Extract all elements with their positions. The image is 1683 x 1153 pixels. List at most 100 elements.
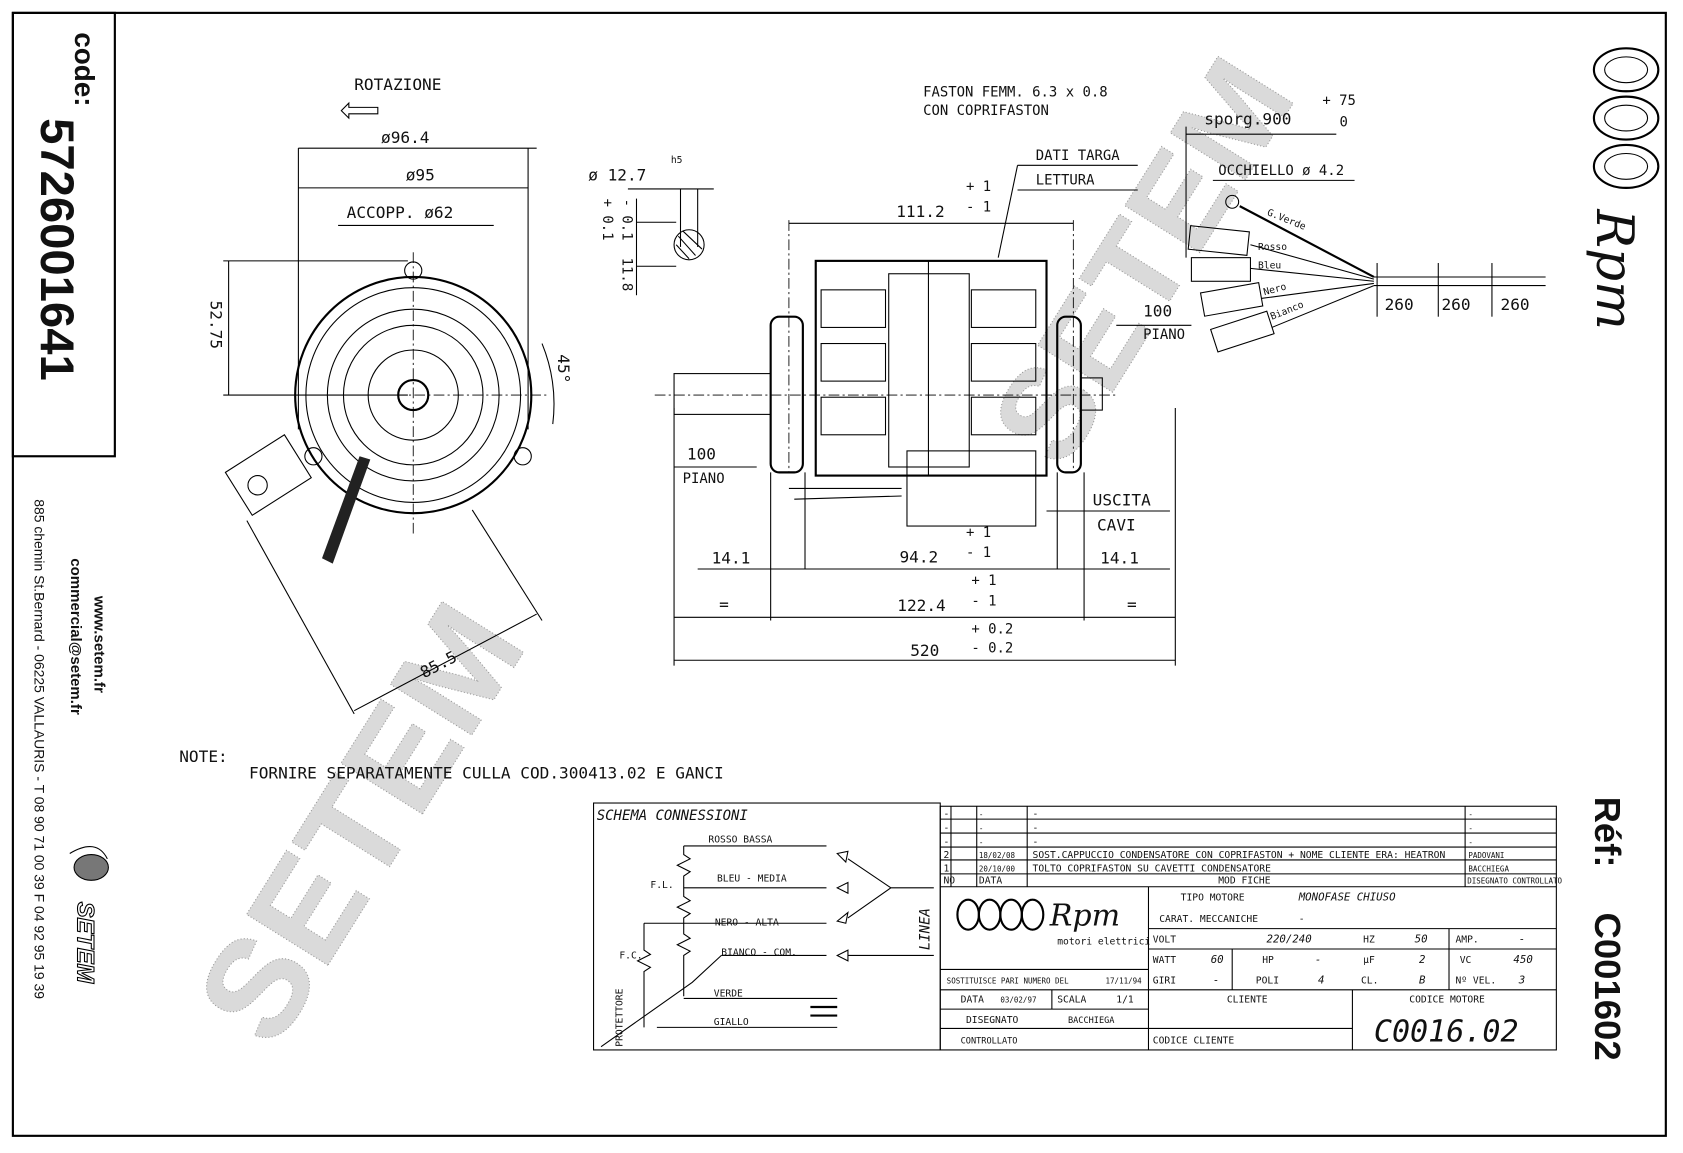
date-value: 03/02/97 <box>1000 996 1036 1005</box>
schema-wire-blue: BLEU - MEDIA <box>717 873 787 884</box>
date-label: DATA <box>961 995 984 1006</box>
dim-right-14: 14.1 <box>1100 549 1139 568</box>
schema-protector: PROTETTORE <box>615 988 626 1046</box>
revision-no: 2 <box>943 850 949 861</box>
spec-table: Rpm motori elettrici TIPO MOTORE MONOFAS… <box>940 886 1557 1050</box>
revision-header: NO DATA MOD FICHE DISEGNATO CONTROLLATO <box>943 876 1562 887</box>
revision-desc: SOST.CAPPUCCIO CONDENSATORE CON COPRIFAS… <box>1033 850 1446 861</box>
faston-line-2: CON COPRIFASTON <box>923 103 1049 119</box>
rev-header-by: DISEGNATO CONTROLLATO <box>1467 877 1562 886</box>
mech-value: - <box>1299 914 1305 925</box>
sporg-tol-plus: + 75 <box>1322 93 1356 109</box>
wire-blue: Bleu <box>1258 260 1281 271</box>
drawn-label: DISEGNATO <box>966 1015 1019 1026</box>
exit-line-2: CAVI <box>1097 515 1136 534</box>
sporg-tol-minus: 0 <box>1340 115 1348 131</box>
shaft-tol-minus: - 0.1 <box>619 199 635 241</box>
checked-label: CONTROLLATO <box>961 1036 1018 1046</box>
revision-desc: TOLTO COPRIFASTON SU CAVETTI CONDENSATOR… <box>1033 864 1272 875</box>
revision-no: - <box>943 837 949 848</box>
exit-line-1: USCITA <box>1093 491 1151 510</box>
cl-label: CL. <box>1361 975 1378 986</box>
revision-date: - <box>979 838 984 847</box>
shaft-tolerance: h5 <box>671 155 683 166</box>
schema-fc: F.C. <box>619 951 642 962</box>
revision-by: - <box>1468 838 1473 847</box>
revision-desc: - <box>1033 837 1039 848</box>
reading-label: LETTURA <box>1036 173 1095 189</box>
plane-right-label: PIANO <box>1143 327 1185 343</box>
scale-label: SCALA <box>1057 995 1086 1006</box>
rev-header-no: NO <box>943 876 955 887</box>
rpm-logo-icon <box>1592 47 1660 189</box>
poli-label: POLI <box>1256 975 1279 986</box>
company-email[interactable]: commercial@setem.fr <box>67 558 84 715</box>
hz-value: 50 <box>1415 933 1428 946</box>
revision-by: - <box>1468 824 1473 833</box>
sporg-label: sporg.900 <box>1204 110 1291 129</box>
volt-label: VOLT <box>1153 935 1176 946</box>
code-value: 5726001641 <box>30 118 83 381</box>
schema-wire-red: ROSSO BASSA <box>708 835 772 846</box>
dim-eq-right: = <box>1127 595 1137 614</box>
drawn-value: BACCHIEGA <box>1068 1016 1115 1026</box>
revision-desc: - <box>1033 809 1039 820</box>
replaces-date: 17/11/94 <box>1106 976 1143 985</box>
note-label: NOTE: <box>179 747 227 766</box>
giri-value: - <box>1213 973 1219 986</box>
poli-value: 4 <box>1318 973 1324 986</box>
amp-label: AMP. <box>1455 935 1478 946</box>
note-text: FORNIRE SEPARATAMENTE CULLA COD.300413.0… <box>249 763 724 782</box>
reference-label: Réf: <box>1587 797 1628 868</box>
dim-height: 52.75 <box>206 301 225 349</box>
wire-seg-2: 260 <box>1441 295 1470 314</box>
dim-d96: ø96.4 <box>381 128 429 147</box>
revision-no: 1 <box>943 864 949 875</box>
schema-wire-yellow: GIALLO <box>714 1017 749 1028</box>
revision-no: - <box>943 823 949 834</box>
wire-seg-1: 260 <box>1385 295 1414 314</box>
motor-code-label: CODICE MOTORE <box>1409 995 1485 1006</box>
wire-white: Bianco <box>1269 299 1306 322</box>
vel-label: Nº VEL. <box>1455 975 1496 986</box>
watt-value: 60 <box>1211 953 1224 966</box>
dim-body-tol-plus: + 1 <box>966 179 991 195</box>
plane-left-value: 100 <box>687 444 716 463</box>
revision-row: ---- <box>943 823 1472 834</box>
shaft-flat: 11.8 <box>619 258 635 292</box>
hz-label: HZ <box>1363 935 1375 946</box>
rpm-logo-text: Rpm <box>1584 208 1644 330</box>
dim-mid-tol-minus: - 1 <box>966 545 991 561</box>
setem-logo-icon <box>69 846 109 881</box>
plate-label: DATI TARGA <box>1036 148 1121 164</box>
dim-total-122: 122.4 <box>897 596 945 615</box>
revision-row: ---- <box>943 837 1472 848</box>
dim-mid-tol-plus: + 1 <box>966 525 991 541</box>
wire-red: Rosso <box>1258 242 1287 253</box>
faston-line-1: FASTON FEMM. 6.3 x 0.8 <box>923 85 1108 101</box>
dim-overall-tol-minus: - 0.2 <box>971 641 1013 657</box>
uf-label: µF <box>1363 955 1375 966</box>
giri-label: GIRI <box>1153 975 1176 986</box>
uf-value: 2 <box>1419 953 1425 966</box>
replaces-label: SOSTITUISCE PARI NUMERO DEL <box>947 976 1069 985</box>
company-website[interactable]: www.setem.fr <box>90 595 107 693</box>
revision-by: BACCHIEGA <box>1468 865 1509 874</box>
type-value: MONOFASE CHIUSO <box>1298 891 1396 904</box>
dim-body-tol-minus: - 1 <box>966 199 991 215</box>
wire-green: G.Verde <box>1265 207 1307 233</box>
revision-no: - <box>943 809 949 820</box>
dim-overall-520: 520 <box>910 641 939 660</box>
rpm-subtitle: motori elettrici <box>1057 937 1150 948</box>
side-view: FASTON FEMM. 6.3 x 0.8 CON COPRIFASTON D… <box>654 85 1546 666</box>
cl-value: B <box>1419 973 1426 986</box>
wire-seg-3: 260 <box>1501 295 1530 314</box>
watt-label: WATT <box>1153 955 1176 966</box>
revision-date: - <box>979 824 984 833</box>
schema-line-label: LINEA <box>918 908 934 950</box>
revision-by: - <box>1468 810 1473 819</box>
scale-value: 1/1 <box>1116 995 1134 1006</box>
